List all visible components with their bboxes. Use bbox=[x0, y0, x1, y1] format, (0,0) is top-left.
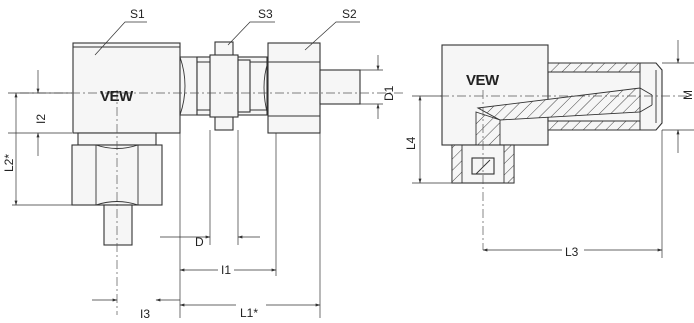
label-l3: L3 bbox=[565, 245, 579, 259]
dimension-d: D bbox=[160, 130, 260, 249]
dimension-i1: I1 bbox=[179, 133, 277, 318]
label-d: D bbox=[195, 235, 204, 249]
label-m: M bbox=[681, 90, 694, 100]
dimension-d1: D1 bbox=[360, 55, 396, 119]
tube-lower bbox=[103, 204, 133, 246]
dimension-l4: L4 bbox=[404, 95, 452, 184]
lock-nut-s3 bbox=[209, 41, 239, 131]
brand-logo-right: VEW bbox=[466, 72, 500, 89]
label-i3: I3 bbox=[140, 307, 150, 321]
label-s2: S2 bbox=[342, 7, 357, 21]
label-l1: L1* bbox=[240, 306, 258, 320]
body-block-s1 bbox=[72, 42, 181, 134]
right-view: VEW bbox=[404, 40, 694, 259]
label-l4: L4 bbox=[404, 136, 418, 150]
tube-right bbox=[319, 69, 361, 105]
label-s1: S1 bbox=[130, 7, 145, 21]
left-view: VEW S1 S3 S2 D1 I2 L2* bbox=[2, 7, 405, 321]
brand-logo-left: VEW bbox=[100, 88, 134, 105]
dimension-l3: L3 bbox=[482, 130, 663, 259]
dimension-l2: L2* bbox=[2, 92, 104, 206]
union-nut-s2 bbox=[263, 42, 321, 134]
label-d1: D1 bbox=[382, 85, 396, 101]
label-l2: L2* bbox=[2, 154, 16, 172]
dimension-i2: I2 bbox=[8, 70, 72, 156]
label-s3: S3 bbox=[258, 7, 273, 21]
washer bbox=[237, 59, 251, 113]
dimension-i3: I3 bbox=[92, 298, 180, 321]
dimension-m: M bbox=[662, 40, 694, 153]
label-i2: I2 bbox=[34, 114, 48, 124]
body-stub bbox=[179, 56, 198, 116]
label-i1: I1 bbox=[221, 263, 231, 277]
dimension-l1: L1* bbox=[179, 133, 321, 320]
